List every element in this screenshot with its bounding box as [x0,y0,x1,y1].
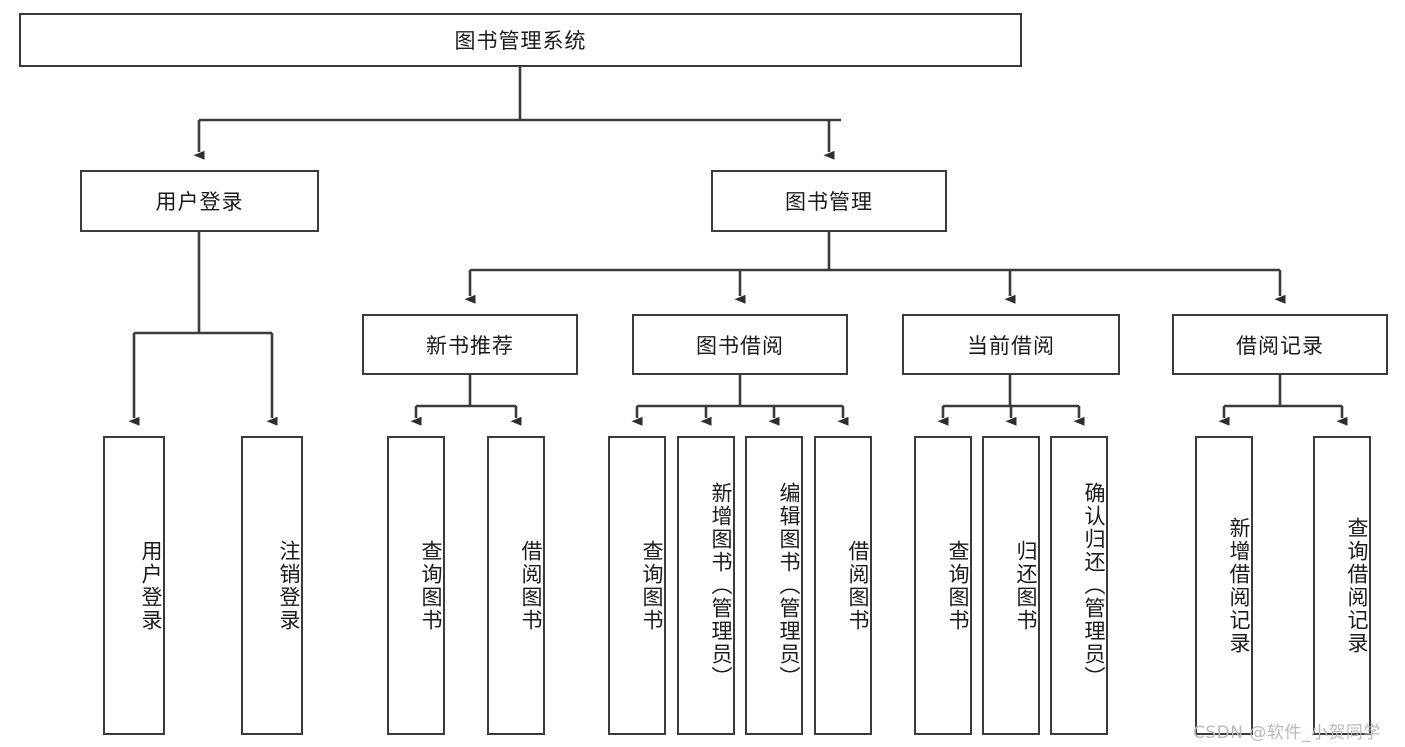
node-user-login-label: 用户登录 [155,190,244,214]
node-new-book-recommend[interactable]: 新书推荐 [362,314,578,375]
leaf-confirm-return-admin[interactable]: 确认归还（管理员） [1050,436,1108,735]
leaf-label: 查询借阅记录 [1345,516,1369,655]
leaf-label: 查询图书 [946,539,970,632]
leaf-label: 查询图书 [419,539,443,632]
leaf-add-book-admin[interactable]: 新增图书（管理员） [677,436,735,735]
node-borrow-record[interactable]: 借阅记录 [1172,314,1388,375]
node-book-borrow-label: 图书借阅 [696,333,784,358]
node-new-book-recommend-label: 新书推荐 [426,333,514,358]
leaf-logout[interactable]: 注销登录 [241,436,303,735]
leaf-label: 归还图书 [1014,539,1038,632]
node-book-management[interactable]: 图书管理 [711,170,947,232]
leaf-label: 新增借阅记录 [1227,516,1251,655]
leaf-query-borrow-record[interactable]: 查询借阅记录 [1313,436,1371,735]
node-user-login[interactable]: 用户登录 [80,170,319,232]
node-book-borrow[interactable]: 图书借阅 [632,314,848,375]
leaf-label: 确认归还（管理员） [1082,482,1106,689]
leaf-label: 借阅图书 [519,539,543,632]
node-current-borrow-label: 当前借阅 [967,333,1055,358]
leaf-label: 查询图书 [640,539,664,632]
leaf-borrow-book-rec[interactable]: 借阅图书 [487,436,545,735]
leaf-borrow-book[interactable]: 借阅图书 [814,436,872,735]
leaf-label: 新增图书（管理员） [709,482,733,689]
leaf-query-book-borrow[interactable]: 查询图书 [608,436,666,735]
node-current-borrow[interactable]: 当前借阅 [902,314,1120,375]
node-root[interactable]: 图书管理系统 [19,13,1022,67]
leaf-return-book[interactable]: 归还图书 [982,436,1040,735]
node-root-label: 图书管理系统 [454,29,587,53]
node-book-management-label: 图书管理 [785,190,873,214]
leaf-label: 用户登录 [139,539,163,632]
leaf-label: 注销登录 [277,539,301,632]
leaf-add-borrow-record[interactable]: 新增借阅记录 [1195,436,1253,735]
node-borrow-record-label: 借阅记录 [1236,333,1324,358]
leaf-query-book-current[interactable]: 查询图书 [914,436,972,735]
leaf-label: 借阅图书 [846,539,870,632]
leaf-query-book-rec[interactable]: 查询图书 [387,436,445,735]
leaf-label: 编辑图书（管理员） [777,482,801,689]
leaf-user-login[interactable]: 用户登录 [103,436,165,735]
leaf-edit-book-admin[interactable]: 编辑图书（管理员） [745,436,803,735]
